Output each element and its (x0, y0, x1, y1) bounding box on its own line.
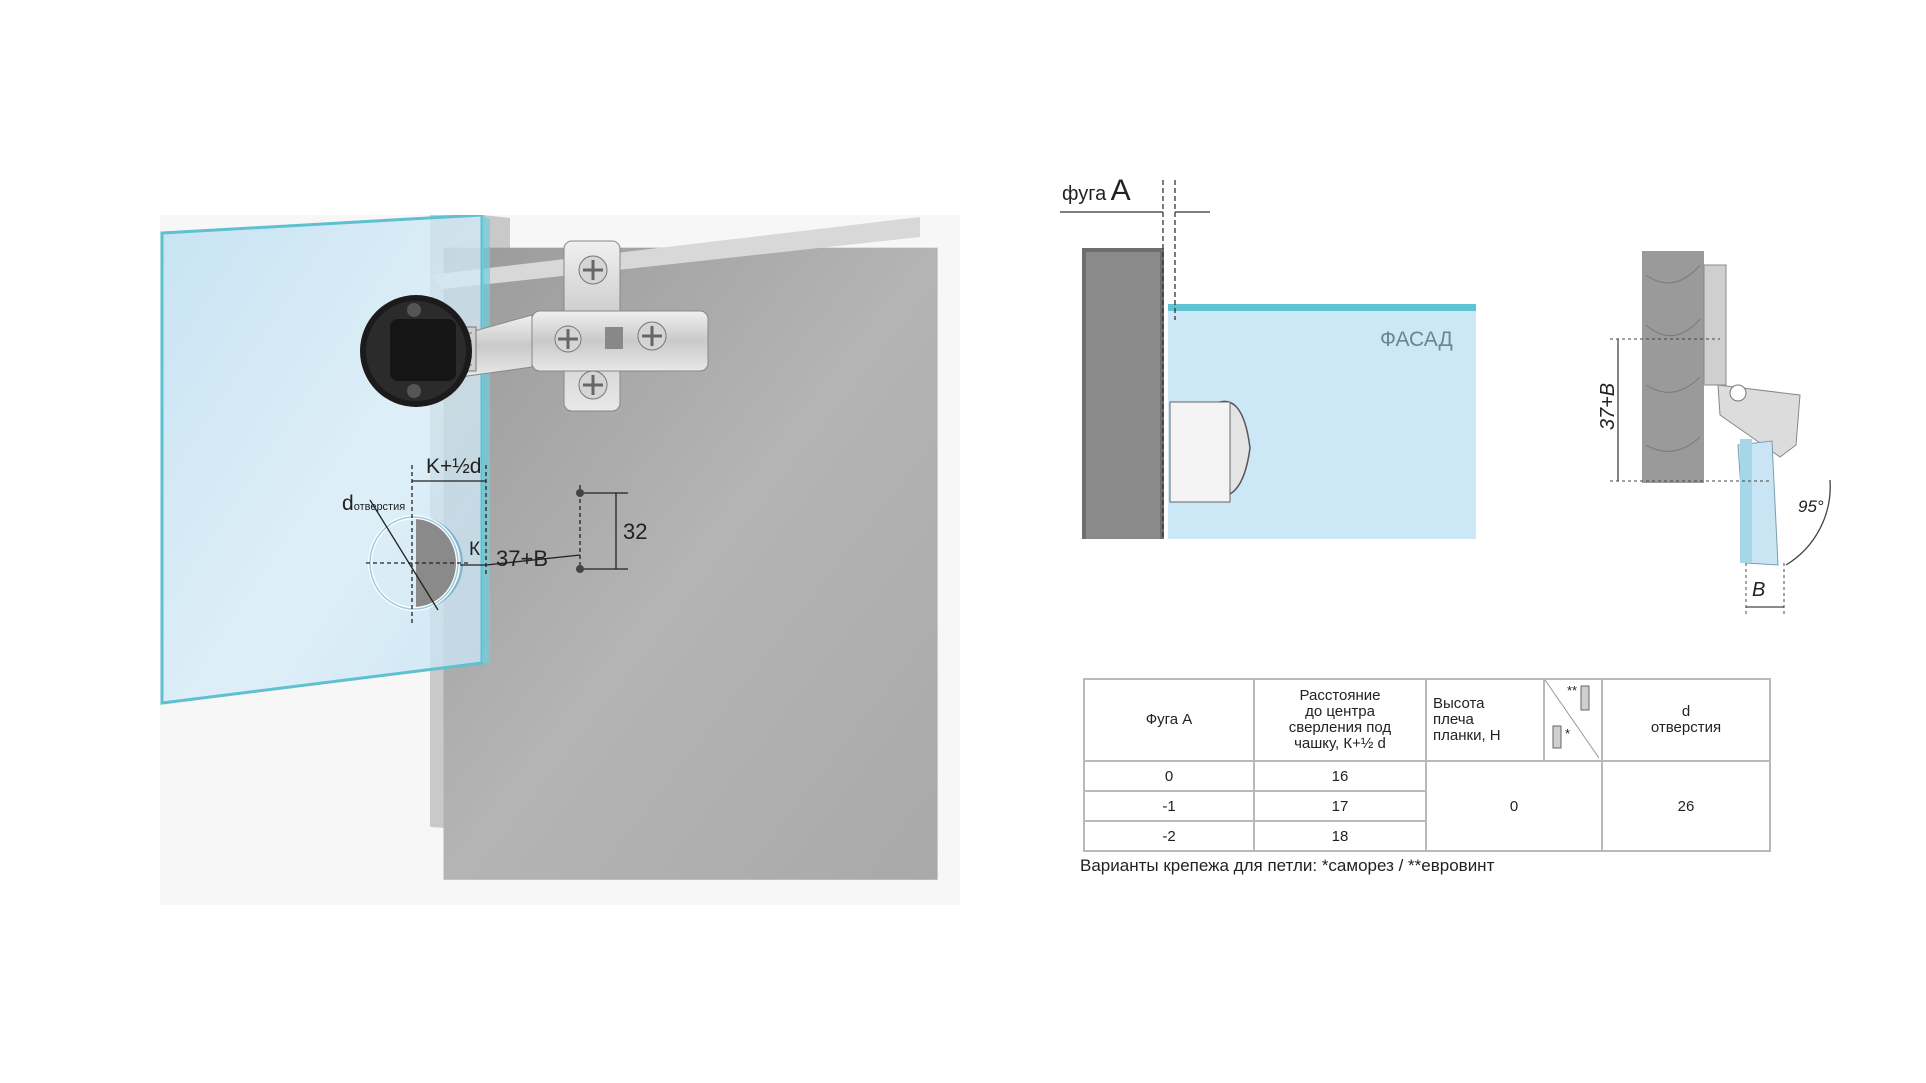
header-height-line-2: плеча (1433, 711, 1474, 728)
cell-distance: 17 (1253, 790, 1427, 822)
label-fuga-word: фуга (1062, 183, 1107, 205)
cell-distance: 16 (1253, 760, 1427, 792)
cell-fuga: 0 (1083, 760, 1255, 792)
cabinet-wall-inner (1086, 252, 1160, 539)
label-k-half-d: K+½d (426, 455, 482, 478)
header-d-line-1: d (1681, 703, 1691, 720)
header-distance-line-4: чашку, К+½ d (1294, 735, 1386, 752)
label-d-hole: dотверстия (342, 492, 405, 516)
cell-fuga: -1 (1083, 790, 1255, 822)
clamp-body (1169, 401, 1231, 503)
header-height-line-1: Высота (1433, 695, 1485, 712)
label-d: d (342, 492, 354, 515)
fastener-footnote: Варианты крепежа для петли: *саморез / *… (1080, 856, 1495, 875)
cell-d: 26 (1601, 760, 1771, 852)
header-d-line-2: отверстия (1650, 719, 1722, 736)
spec-table: Фуга А Расстояние до центра сверления по… (1083, 678, 1771, 852)
label-32: 32 (623, 519, 648, 544)
label-fuga-a: A (1110, 174, 1131, 207)
drill-point-bottom (576, 565, 584, 573)
cell-distance: 18 (1253, 820, 1427, 852)
drill-point-top (576, 489, 584, 497)
cell-height: 0 (1425, 760, 1603, 852)
cabinet-top (430, 217, 920, 289)
label-fuga: фуга A (1062, 174, 1131, 208)
label-k: К (469, 539, 481, 560)
table-row: 0 16 0 26 (1083, 760, 1771, 852)
header-distance-line-3: сверления под (1288, 719, 1392, 736)
header-d: d отверстия (1601, 678, 1771, 762)
side-cabinet-wall (1642, 251, 1704, 483)
side-view-illustration: 37+B 95° B (1590, 245, 1840, 625)
side-hinge-arm (1717, 384, 1801, 458)
header-distance-line-1: Расстояние (1299, 687, 1381, 704)
section-view-illustration: фуга A ФАСАД (1060, 170, 1500, 550)
section-view-svg (1060, 180, 1476, 539)
wood-grain (1645, 264, 1701, 452)
label-side-b: B (1752, 579, 1766, 601)
hinge-perspective-illustration: K+½d dотверстия К 37+B 32 (160, 209, 960, 905)
side-hinge-pivot (1729, 384, 1747, 402)
label-d-sub: отверстия (353, 501, 406, 513)
facade-glass-edge (1168, 304, 1476, 311)
side-view-svg (1610, 251, 1831, 617)
icon-label-top: ** (1567, 683, 1578, 698)
dimension-lines (366, 465, 628, 625)
angle-arc (1785, 479, 1831, 566)
diagonal-divider (1545, 680, 1599, 758)
eurobolt-icon (1580, 685, 1590, 711)
header-fuga: Фуга А (1083, 678, 1255, 762)
side-glass-edge (1740, 439, 1752, 563)
table-row: -1 17 (1083, 790, 1770, 822)
hinge-cup (360, 295, 472, 407)
hinge-mounting-plate (531, 240, 709, 412)
screw-icon (1552, 725, 1562, 749)
side-hinge-plate (1703, 264, 1727, 386)
table-row: -2 18 (1083, 820, 1770, 852)
label-37-plus-b: 37+B (496, 546, 548, 571)
header-height-line-3: планки, H (1433, 727, 1501, 744)
table-header-row: Фуга А Расстояние до центра сверления по… (1083, 678, 1771, 762)
hinge-perspective-svg (160, 209, 960, 905)
label-side-37b: 37+B (1597, 382, 1620, 431)
label-fasad: ФАСАД (1380, 328, 1453, 351)
cell-fuga: -2 (1083, 820, 1255, 852)
header-distance-line-2: до центра (1305, 703, 1375, 720)
header-distance: Расстояние до центра сверления под чашку… (1253, 678, 1427, 762)
label-95-degrees: 95° (1798, 497, 1824, 516)
glass-door-edge (482, 215, 490, 663)
header-height: Высота плеча планки, H (1425, 678, 1545, 762)
header-fastener-icons: ** * (1543, 678, 1603, 762)
icon-label-bottom: * (1565, 726, 1571, 741)
